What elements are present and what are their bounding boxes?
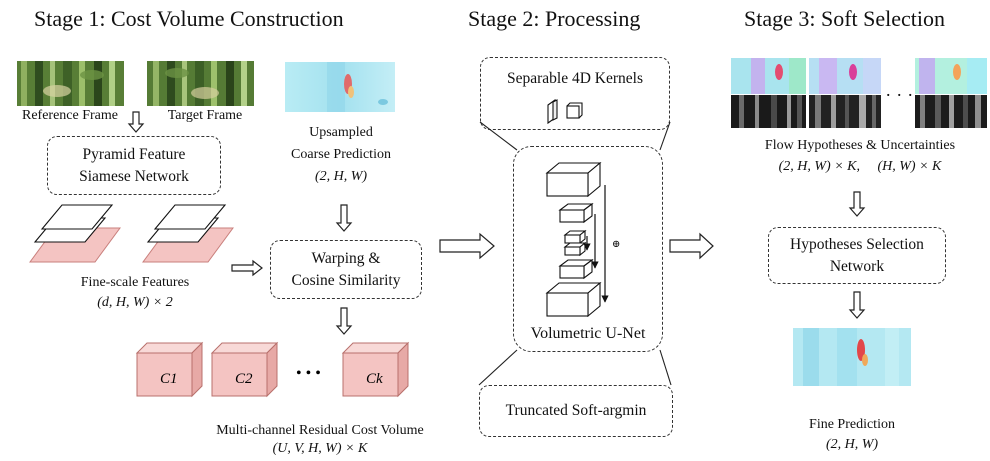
unet-box: Volumetric U-Net xyxy=(513,146,663,352)
stage3-title: Stage 3: Soft Selection xyxy=(744,6,946,31)
plus-symbol: ⊕ xyxy=(612,239,621,250)
feature-planes-target xyxy=(142,204,234,263)
uncertainty-map-k xyxy=(915,95,987,128)
hypotheses-dims: (2, H, W) × K, (H, W) × K xyxy=(778,159,942,174)
arrow-features-to-warping xyxy=(231,259,263,277)
cube-label-ck: Ck xyxy=(366,371,383,387)
pyramid-label-1: Pyramid Feature xyxy=(82,145,186,163)
cost-cube-c1 xyxy=(135,341,204,398)
hypotheses-ellipsis: . . . xyxy=(886,80,914,100)
selection-label-2: Network xyxy=(829,257,885,275)
softargmin-label: Truncated Soft-argmin xyxy=(505,402,647,420)
softargmin-box: Truncated Soft-argmin xyxy=(479,385,673,437)
fine-prediction-dims: (2, H, W) xyxy=(825,437,879,452)
upsampled-label-2: Coarse Prediction xyxy=(291,147,391,162)
upsampled-dims: (2, H, W) xyxy=(314,169,368,184)
arrow-hypotheses-to-selection xyxy=(848,191,866,217)
flow-hypothesis-2 xyxy=(809,58,881,94)
flow-hypothesis-1 xyxy=(731,58,806,94)
target-frame-label: Target Frame xyxy=(167,108,243,123)
pyramid-label-2: Siamese Network xyxy=(79,167,189,185)
hypotheses-label: Flow Hypotheses & Uncertainties xyxy=(764,138,956,153)
cube-label-c1: C1 xyxy=(160,371,178,387)
uncertainty-map-1 xyxy=(731,95,806,128)
fine-prediction-label: Fine Prediction xyxy=(809,417,895,432)
unet-label: Volumetric U-Net xyxy=(530,324,646,342)
fine-features-label: Fine-scale Features xyxy=(80,275,190,290)
stage2-title: Stage 2: Processing xyxy=(468,6,641,31)
separable-kernels-label: Separable 4D Kernels xyxy=(506,70,643,87)
cost-volume-dims: (U, V, H, W) × K xyxy=(272,441,368,456)
uncertainty-map-2 xyxy=(809,95,881,128)
cost-cube-ck xyxy=(341,341,410,398)
coarse-prediction-image xyxy=(285,62,395,112)
arrow-stage1-to-stage2 xyxy=(439,232,495,260)
warping-label-1: Warping & xyxy=(311,249,381,267)
upsampled-label-1: Upsampled xyxy=(309,125,373,140)
cost-cubes-ellipsis: • • • xyxy=(296,365,321,382)
pyramid-feature-box: Pyramid Feature Siamese Network xyxy=(47,136,221,195)
reference-frame-image xyxy=(17,61,124,106)
arrow-stage2-to-stage3 xyxy=(669,232,714,260)
cost-volume-label: Multi-channel Residual Cost Volume xyxy=(216,423,424,438)
cube-label-c2: C2 xyxy=(235,371,253,387)
cost-volume-cubes xyxy=(135,341,410,398)
arrow-coarse-to-warping xyxy=(335,204,353,232)
flow-hypothesis-k xyxy=(915,58,987,94)
reference-frame-label: Reference Frame xyxy=(22,108,118,123)
cost-cube-c2 xyxy=(210,341,279,398)
arrow-warping-to-cost xyxy=(335,307,353,335)
fine-prediction-image xyxy=(793,328,911,386)
selection-label-1: Hypotheses Selection xyxy=(790,235,924,253)
separable-kernels-box: Separable 4D Kernels xyxy=(480,57,670,130)
warping-label-2: Cosine Similarity xyxy=(291,271,401,289)
hypotheses-selection-box: Hypotheses Selection Network xyxy=(768,227,946,284)
feature-planes-ref xyxy=(29,204,121,263)
fine-features-dims: (d, H, W) × 2 xyxy=(97,295,173,310)
target-frame-image xyxy=(147,61,254,106)
stage1-title: Stage 1: Cost Volume Construction xyxy=(34,6,344,31)
arrow-selection-to-fine xyxy=(848,291,866,319)
warping-box: Warping & Cosine Similarity xyxy=(270,240,422,299)
